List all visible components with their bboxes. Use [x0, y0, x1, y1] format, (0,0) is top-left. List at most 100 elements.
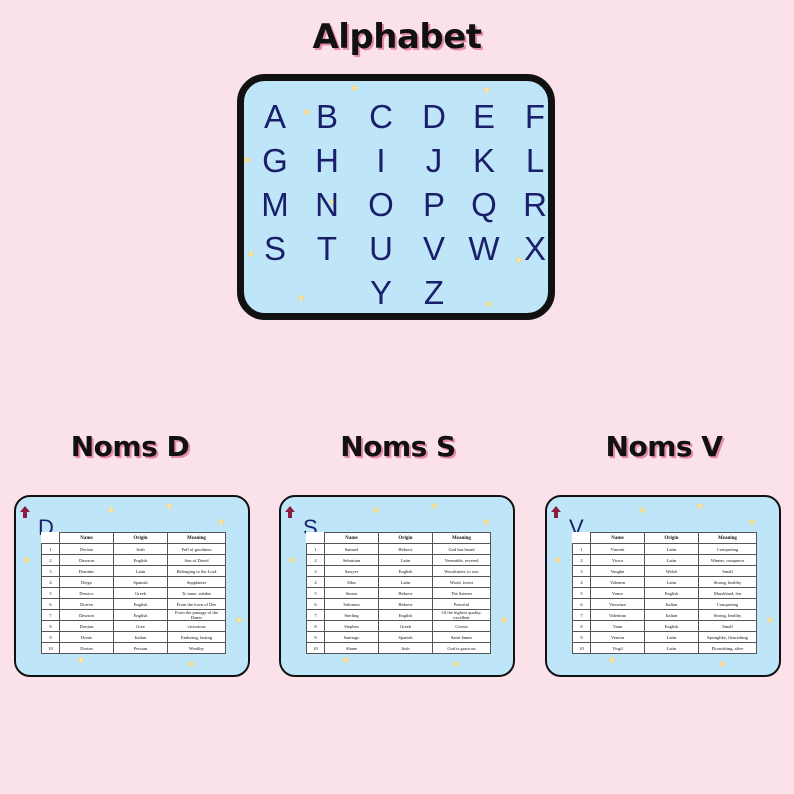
letter-i: I — [376, 142, 386, 179]
table-cell: 8 — [41, 620, 60, 632]
sparkle-icon — [516, 257, 522, 263]
table-cell: Irish — [378, 642, 433, 654]
letter-g: G — [262, 142, 288, 179]
table-cell: 1 — [306, 543, 325, 555]
table-cell: Virgil — [590, 642, 645, 654]
letter-m: M — [261, 186, 289, 223]
sparkle-icon — [639, 507, 645, 513]
letter-b: B — [315, 98, 338, 135]
table-cell: Vincent — [590, 543, 645, 555]
sparkle-icon — [298, 295, 304, 301]
table-cell: Hebrew — [378, 598, 433, 610]
table-cell: Dorren — [59, 598, 114, 610]
letter-o: O — [368, 186, 394, 223]
table-cell: Flourishing, alive — [698, 642, 757, 654]
table-cell: Latin — [644, 631, 699, 643]
table-cell: Shane — [324, 642, 379, 654]
table-cell: Venerable, revered — [432, 554, 491, 566]
table-cell: Winner, conqueror — [698, 554, 757, 566]
table-cell: 6 — [306, 598, 325, 610]
letter-z: Z — [423, 274, 445, 311]
table-cell: Full of goodness — [167, 543, 226, 555]
table-cell: English — [378, 565, 433, 577]
table-cell: Santiago — [324, 631, 379, 643]
sparkle-icon — [749, 519, 755, 525]
column-header: Name — [59, 532, 114, 544]
sparkle-icon — [248, 251, 254, 257]
table-cell: Victor — [590, 554, 645, 566]
sparkle-icon — [78, 657, 84, 663]
sparkle-icon — [236, 617, 242, 623]
table-cell: Springlike, flourishing — [698, 631, 757, 643]
table-cell: 4 — [306, 576, 325, 588]
table-cell: Samuel — [324, 543, 379, 555]
table-cell: Valentin — [590, 576, 645, 588]
sparkle-icon — [188, 661, 194, 667]
table-cell: Gree — [113, 620, 168, 632]
table-cell: Latin — [644, 576, 699, 588]
column-header: Origin — [113, 532, 168, 544]
letter-f: F — [524, 98, 546, 135]
table-cell: 9 — [572, 631, 591, 643]
table-cell: Dessico — [59, 587, 114, 599]
column-header: Meaning — [167, 532, 226, 544]
section-title-v: Noms V — [605, 430, 723, 463]
table-cell: Welsh — [644, 565, 699, 577]
table-cell: Vaughn — [590, 565, 645, 577]
table-cell: Marshland, fen — [698, 587, 757, 599]
table-cell: Saint James — [432, 631, 491, 643]
table-cell: Vann — [590, 620, 645, 632]
sparkle-icon — [373, 507, 379, 513]
sparkle-icon — [431, 503, 437, 509]
sparkle-icon — [108, 507, 114, 513]
sparkle-icon — [343, 657, 349, 663]
column-header: Name — [590, 532, 645, 544]
table-cell: God has heard — [432, 543, 491, 555]
table-cell: 9 — [306, 631, 325, 643]
table-cell: 10 — [41, 642, 60, 654]
arrow-up-icon — [551, 506, 561, 518]
table-cell: English — [113, 554, 168, 566]
table-cell: Greek — [378, 620, 433, 632]
sparkle-icon — [483, 519, 489, 525]
table-cell: Diego — [59, 576, 114, 588]
table-cell: Of the highest quality, excellent — [432, 609, 491, 621]
letter-c: C — [369, 98, 393, 135]
table-cell: Spanish — [113, 576, 168, 588]
table-cell: From the passage of the Danes — [167, 609, 226, 621]
table-cell: Sebastian — [324, 554, 379, 566]
table-cell: The listener — [432, 587, 491, 599]
sparkle-icon — [218, 519, 224, 525]
table-cell: 9 — [41, 631, 60, 643]
table-cell: Italian — [644, 609, 699, 621]
table-cell: 3 — [41, 565, 60, 577]
table-cell: Dorrian — [59, 620, 114, 632]
column-header: Name — [324, 532, 379, 544]
table-cell: 2 — [306, 554, 325, 566]
table-cell: 4 — [41, 576, 60, 588]
table-cell: Wealthy — [167, 642, 226, 654]
table-cell: Valentino — [590, 609, 645, 621]
table-cell: victorious — [167, 620, 226, 632]
table-cell: 6 — [572, 598, 591, 610]
table-cell: Woodcutter, to saw — [432, 565, 491, 577]
table-cell: Dorian — [59, 642, 114, 654]
table-cell: Italian — [644, 598, 699, 610]
table-cell: Irish — [113, 543, 168, 555]
